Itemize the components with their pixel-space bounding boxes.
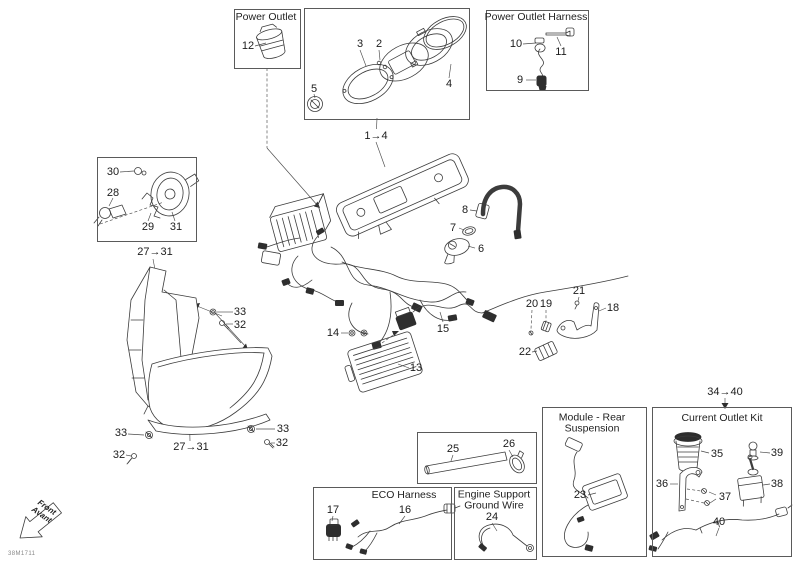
callout-box-power-outlet	[234, 9, 301, 69]
callout-box-title-current-outlet-kit: Current Outlet Kit	[681, 411, 763, 424]
part-label-22: 22	[518, 346, 532, 358]
part-label-35: 35	[710, 448, 724, 460]
part-label-23: 23	[573, 489, 587, 501]
part-label-14: 14	[326, 327, 340, 339]
diagram-code: 38M1711	[8, 551, 36, 557]
accessory-wire-drawing	[412, 275, 629, 361]
part-label-28: 28	[106, 187, 120, 199]
part-label-12: 12	[241, 40, 255, 52]
part-label-16: 16	[398, 504, 412, 516]
part-label-11: 11	[555, 46, 567, 58]
part-label-33-upper: 33	[233, 306, 247, 318]
part-label-10: 10	[509, 38, 523, 50]
eco-harness-drawing	[326, 503, 461, 555]
current-outlet-kit-drawing	[648, 432, 793, 552]
part-label-18: 18	[606, 302, 620, 314]
horn-assembly-drawing	[93, 167, 200, 227]
power-outlet-harness-drawing	[534, 27, 575, 91]
part-label-3: 3	[356, 38, 364, 50]
part-label-7: 7	[449, 222, 457, 234]
part-label-19: 19	[539, 298, 553, 310]
callout-box-current-outlet-kit	[652, 407, 792, 557]
part-label-20: 20	[525, 298, 539, 310]
callout-box-gauge-cluster	[304, 8, 470, 120]
part-label-32-right: 32	[275, 437, 289, 449]
ignition-switch-drawing	[444, 184, 523, 265]
part-label-15: 15	[436, 323, 450, 335]
part-label-17: 17	[326, 504, 340, 516]
part-label-26: 26	[502, 438, 516, 450]
part-label-37: 37	[718, 491, 732, 503]
part-label-9: 9	[516, 74, 524, 86]
part-label-25: 25	[446, 443, 460, 455]
part-label-4: 4	[445, 78, 453, 90]
part-label-32-upper: 32	[233, 319, 247, 331]
ground-wire-drawing	[478, 523, 534, 552]
part-label-36: 36	[655, 478, 669, 490]
mounting-screws-drawing	[126, 308, 275, 465]
headlight-lens-drawing	[147, 347, 273, 435]
voltage-regulator-drawing	[344, 306, 423, 393]
part-label-6: 6	[477, 243, 485, 255]
part-label-1-4: 1→4	[364, 130, 388, 142]
part-label-27-31-headlight: 27→31	[173, 441, 209, 453]
power-outlet-drawing	[256, 23, 286, 59]
callout-box-title-power-outlet: Power Outlet	[235, 10, 297, 23]
part-label-21: 21	[572, 285, 586, 297]
part-label-38: 38	[770, 478, 784, 490]
part-label-2: 2	[375, 38, 383, 50]
part-label-40: 40	[712, 516, 726, 528]
callout-box-power-outlet-harness	[486, 10, 589, 91]
part-label-33-right: 33	[276, 423, 290, 435]
part-label-29: 29	[141, 221, 155, 233]
part-label-32-left: 32	[112, 449, 126, 461]
wiring-harness-drawing	[257, 193, 475, 350]
part-label-27-31-horn: 27→31	[137, 246, 173, 258]
tube-drawing	[424, 450, 525, 475]
callout-box-eco-harness	[313, 487, 452, 560]
callout-box-title-eco-harness: ECO Harness	[371, 488, 437, 501]
part-label-24: 24	[485, 511, 499, 523]
part-label-30: 30	[106, 166, 120, 178]
part-label-31: 31	[169, 221, 183, 233]
part-label-34-40: 34→40	[707, 386, 743, 398]
callout-box-horn	[97, 157, 197, 242]
callout-box-title-power-outlet-harness: Power Outlet Harness	[484, 10, 588, 23]
gauge-cluster-exploded-drawing	[307, 16, 467, 112]
part-label-39: 39	[770, 447, 784, 459]
module-rear-suspension-drawing	[563, 437, 628, 552]
callout-box-module-rear-suspension	[542, 407, 647, 557]
gauge-cluster-assembled-drawing	[336, 153, 469, 240]
callout-box-tube	[417, 432, 537, 484]
callout-box-engine-support-ground-wire	[454, 487, 537, 560]
part-label-8: 8	[461, 204, 469, 216]
part-label-13: 13	[409, 362, 423, 374]
front-arrow	[19, 502, 62, 539]
part-label-5: 5	[310, 83, 318, 95]
part-label-33-left: 33	[114, 427, 128, 439]
